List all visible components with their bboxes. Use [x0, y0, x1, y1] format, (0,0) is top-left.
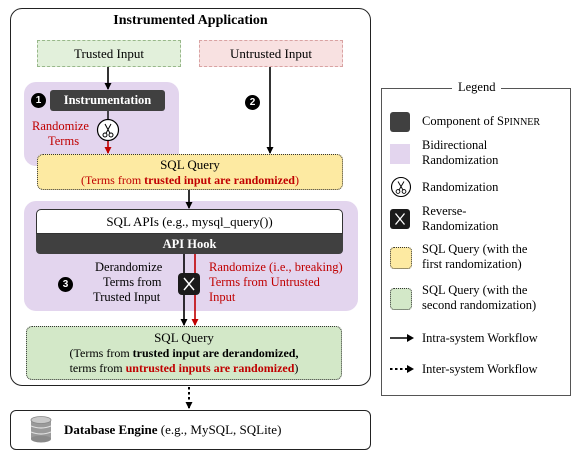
- sql-query-first-box: SQL Query (Terms from trusted input are …: [37, 154, 343, 190]
- randomize-terms-label-line2: Terms: [48, 134, 80, 148]
- reverse-randomization-icon: [178, 273, 200, 295]
- legend-sql-second-label-line2: second randomization): [422, 298, 537, 312]
- legend-sql-first-label-line2: first randomization): [422, 257, 522, 271]
- legend-bidirectional-label-line1: Bidirectional: [422, 138, 488, 152]
- legend-randomization-icon: [390, 176, 412, 198]
- legend-title: Legend: [452, 80, 502, 95]
- legend-inter-arrow-icon: [390, 365, 414, 373]
- randomize-break-label-line1: Randomize (i.e., breaking): [209, 260, 343, 274]
- legend-sql-first-label-line1: SQL Query (with the: [422, 242, 528, 256]
- sql-query-second-box: SQL Query (Terms from trusted input are …: [26, 326, 342, 380]
- legend-component-swatch: [390, 112, 410, 132]
- derandomize-label-line2: Terms from: [103, 275, 162, 289]
- untrusted-input-box: Untrusted Input: [199, 40, 343, 67]
- legend-reverse-label-line1: Reverse-: [422, 204, 467, 218]
- legend-inter-label: Inter-system Workflow: [422, 362, 538, 376]
- sql-query-first-subtitle: (Terms from trusted input are randomized…: [81, 173, 299, 187]
- randomization-icon: [96, 118, 120, 142]
- database-icon: [30, 416, 52, 443]
- legend-sql-second-label-line1: SQL Query (with the: [422, 283, 528, 297]
- legend-bidirectional-label-line2: Randomization: [422, 153, 499, 167]
- application-title: Instrumented Application: [113, 13, 268, 28]
- legend-reverse-label-line2: Randomization: [422, 219, 499, 233]
- step-1-badge: 1: [31, 93, 46, 108]
- derandomize-label-line1: Derandomize: [95, 260, 163, 274]
- legend-bidirectional-swatch: [390, 144, 410, 164]
- legend-component-label: Component of SPINNER: [422, 114, 541, 128]
- database-engine-label: Database Engine (e.g., MySQL, SQLite): [64, 422, 282, 437]
- randomize-break-label-line3: Input: [209, 290, 236, 304]
- step-2-badge: 2: [245, 95, 260, 110]
- randomize-terms-label-line1: Randomize: [32, 119, 89, 133]
- legend-intra-label: Intra-system Workflow: [422, 331, 538, 345]
- sql-query-second-title: SQL Query: [154, 330, 214, 345]
- sql-query-second-line2: terms from untrusted inputs are randomiz…: [69, 361, 299, 375]
- step-3-badge: 3: [58, 277, 73, 292]
- sql-apis-box: SQL APIs (e.g., mysql_query()): [36, 209, 343, 234]
- randomize-break-label-line2: Terms from Untrusted: [209, 275, 320, 289]
- legend-sql-first-swatch: [390, 247, 412, 269]
- legend-intra-arrow-icon: [390, 334, 414, 342]
- sql-query-first-title: SQL Query: [160, 157, 220, 172]
- derandomize-label-line3: Trusted Input: [93, 290, 161, 304]
- instrumentation-component: Instrumentation: [50, 90, 165, 111]
- legend-reverse-randomization-icon: [390, 209, 410, 229]
- legend-sql-second-swatch: [390, 288, 412, 310]
- api-hook-component: API Hook: [36, 234, 343, 254]
- legend-randomization-label: Randomization: [422, 180, 499, 194]
- sql-query-second-line1: (Terms from trusted input are derandomiz…: [69, 346, 299, 360]
- application-frame: [10, 8, 371, 386]
- trusted-input-box: Trusted Input: [37, 40, 181, 67]
